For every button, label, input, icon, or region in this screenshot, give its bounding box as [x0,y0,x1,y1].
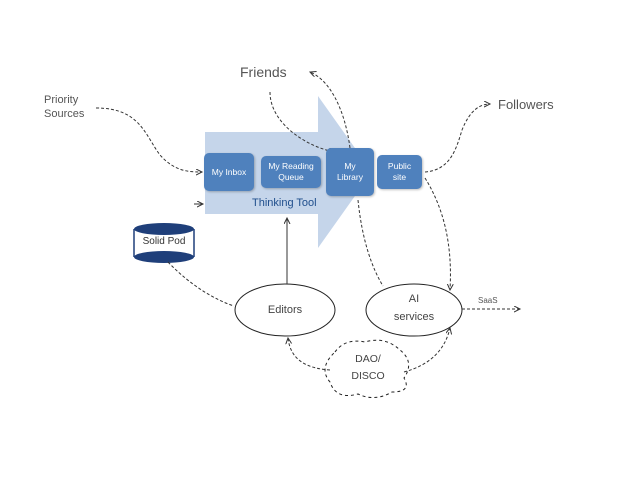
node-saas: SaaS [478,296,498,305]
ai-services-label: AI services [393,293,435,323]
connector-dao-to-ai [403,328,450,373]
box-public-site[interactable]: Public site [377,155,422,189]
connector-dao-to-editors [288,338,331,371]
box-my-inbox[interactable]: My Inbox [204,153,254,191]
solid-pod-label: Solid Pod [142,236,186,247]
dao-disco-label: DAO/ DISCO [351,353,385,382]
connector-solid-to-editors [167,261,235,307]
ai-services-oval [365,283,463,337]
connector-library-to-friends [310,72,351,149]
connector-priority-to-inbox [95,107,202,172]
editors-label: Editors [267,304,303,316]
editors-oval [234,283,336,337]
dao-disco-cloud [324,339,410,398]
box-my-library[interactable]: My Library [326,148,374,196]
node-friends: Friends [240,64,287,80]
connector-library-to-ai [357,199,384,287]
node-priority-sources: Priority Sources [44,94,85,120]
connector-public-to-followers [424,104,490,173]
connector-public-to-ai [424,177,450,290]
box-my-reading-queue[interactable]: My Reading Queue [261,156,321,188]
node-followers: Followers [498,97,554,112]
solid-pod-cylinder [133,223,195,263]
thinking-tool-label: Thinking Tool [252,197,317,209]
